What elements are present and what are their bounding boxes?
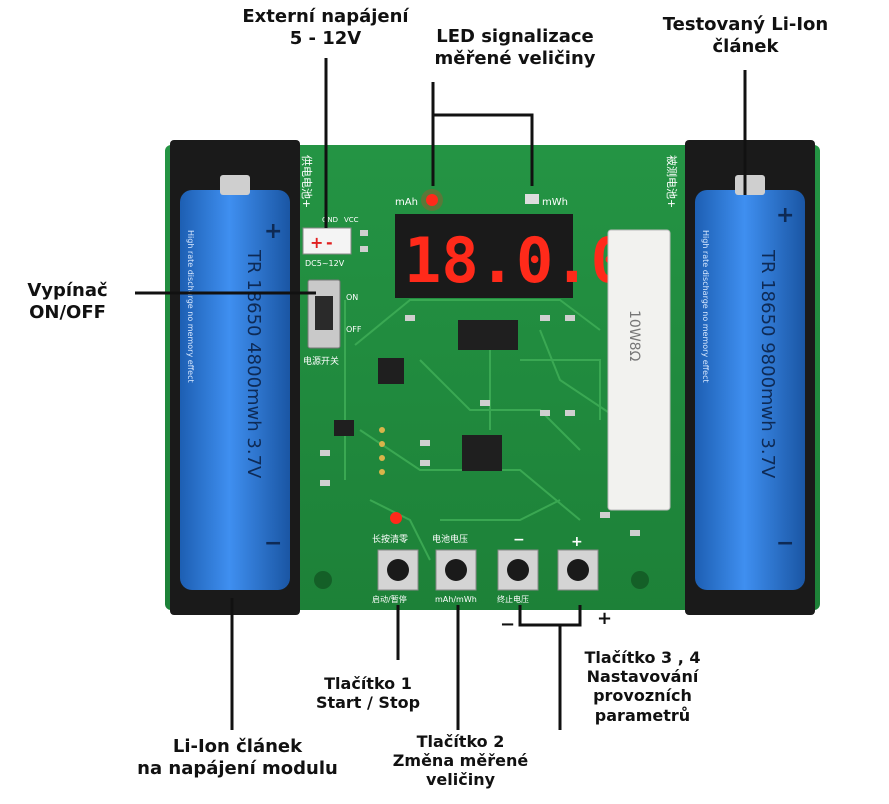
button2-line-2: Změna měřené [392, 751, 529, 771]
button-3[interactable] [497, 549, 539, 591]
button-3-minus-sign: − [513, 532, 525, 548]
seven-segment-display [395, 214, 573, 298]
battery-right-label: TR 18650 9800mwh 3.7V [757, 249, 778, 479]
supply-cell-line-2: na napájení modulu [137, 757, 338, 779]
resistor-text: 10W8Ω [626, 310, 642, 362]
mount-hole-1 [314, 571, 332, 589]
bottom-plus-sign: + [597, 608, 612, 629]
callout-lines [135, 58, 747, 730]
battery-left [180, 190, 290, 590]
callout-external-power: Externí napájení 5 - 12V [218, 6, 433, 49]
chinese-right-label: 被测电池+ [665, 155, 678, 208]
callout-led-indication: LED signalizace měřené veličiny [410, 26, 620, 69]
button-2[interactable] [435, 549, 477, 591]
battery-right-terminal [735, 175, 765, 195]
switch-off-label: OFF [346, 325, 362, 334]
button-4[interactable] [557, 549, 599, 591]
switch-on-label: ON [346, 293, 358, 302]
switch-line-1: Vypínač [27, 280, 108, 301]
battery-right-plus: + [776, 203, 794, 228]
callout-buttons34: Tlačítko 3 , 4 Nastavování provozních pa… [560, 648, 725, 725]
buttons34-line-4: parametrů [594, 705, 691, 725]
battery-left-terminal [220, 175, 250, 195]
battery-left-plus: + [264, 219, 282, 244]
power-resistor [607, 229, 671, 511]
terminal-minus-sign: - [326, 233, 333, 252]
button-1-bottom-caption: 启动/暂停 [372, 594, 407, 604]
ic-chip-1 [458, 320, 518, 350]
battery-left-small-text: High rate discharge no memory effect [186, 230, 195, 383]
ic-chip-2 [462, 435, 502, 471]
button-2-top-caption: 电池电压 [432, 533, 468, 545]
switch-caption: 电源开关 [303, 355, 339, 367]
button2-line-1: Tlačítko 2 [416, 732, 505, 751]
battery-right [695, 190, 805, 590]
header-pins [379, 427, 385, 475]
external-power-line-1: Externí napájení [242, 6, 409, 27]
button-3-bottom-caption: 终止电压 [497, 594, 529, 604]
battery-right-minus: − [776, 531, 794, 556]
button2-line-3: veličiny [425, 770, 496, 790]
tested-cell-line-2: článek [712, 35, 779, 57]
callout-button1: Tlačítko 1 Start / Stop [303, 674, 433, 712]
led-bottom [390, 512, 402, 524]
callout-switch: Vypínač ON/OFF [0, 280, 135, 323]
gnd-label: GND [322, 216, 338, 224]
button-2-bottom-caption: mAh/mWh [435, 595, 477, 604]
tested-cell-line-1: Testovaný Li-Ion [662, 14, 829, 35]
callout-tested-cell: Testovaný Li-Ion článek [638, 14, 853, 57]
battery-left-label: TR 18650 4800mwh 3.7V [243, 249, 264, 479]
ic-chip-3 [378, 358, 404, 384]
led-mah-glow [421, 189, 443, 211]
led-mwh [525, 194, 539, 204]
battery-left-minus: − [264, 531, 282, 556]
callout-supply-cell: Li-Ion článek na napájení modulu [110, 736, 365, 779]
button-1[interactable] [377, 549, 419, 591]
button-4-plus-sign: + [571, 534, 583, 550]
led-mwh-label: mWh [542, 197, 568, 208]
button1-line-1: Tlačítko 1 [324, 674, 412, 693]
terminal-plus-sign: + [310, 233, 323, 252]
mount-hole-2 [631, 571, 649, 589]
led-indication-line-1: LED signalizace [436, 26, 594, 47]
vcc-label: VCC [344, 216, 359, 224]
power-terminal[interactable] [302, 227, 352, 255]
led-indication-line-2: měřené veličiny [434, 47, 596, 69]
led-mah [426, 194, 438, 206]
terminal-voltage-text: DC5~12V [305, 259, 345, 268]
chinese-left-label: 供电电池+ [300, 155, 314, 208]
smd-components [320, 230, 640, 536]
bottom-minus-sign: − [500, 614, 515, 635]
buttons34-line-2: Nastavování [586, 667, 699, 687]
switch-line-2: ON/OFF [29, 301, 106, 323]
led-mah-label: mAh [395, 197, 418, 208]
button-1-top-caption: 长按清零 [372, 533, 408, 545]
battery-right-small-text: High rate discharge no memory effect [701, 230, 710, 383]
transistor [334, 420, 354, 436]
external-power-line-2: 5 - 12V [289, 27, 362, 49]
buttons34-line-1: Tlačítko 3 , 4 [584, 648, 701, 667]
power-switch-knob[interactable] [315, 296, 333, 330]
buttons34-line-3: provozních [593, 686, 692, 706]
display-value: 18.0.0 [404, 224, 628, 297]
button1-line-2: Start / Stop [315, 693, 421, 713]
callout-button2: Tlačítko 2 Změna měřené veličiny [378, 732, 543, 790]
supply-cell-line-1: Li-Ion článek [172, 736, 303, 757]
